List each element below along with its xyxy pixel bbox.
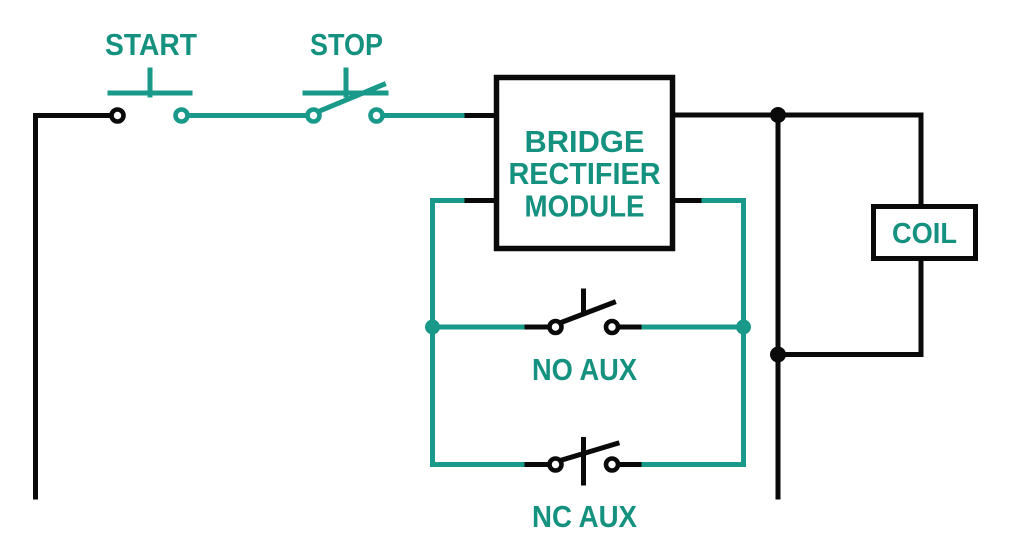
aux-junction-dot-right: [736, 319, 751, 335]
left-power-rail: [33, 113, 114, 500]
coil-return-wire: [775, 253, 924, 357]
stop-contact-blade: [312, 81, 387, 116]
nc-aux-contact-right: [603, 456, 621, 473]
bridge-rectifier-label-line1: BRIDGE: [525, 124, 645, 159]
aux-junction-dot-left: [425, 319, 440, 335]
bridge-rectifier-label-line2: RECTIFIER: [509, 156, 661, 191]
left-rail-wire: [33, 113, 114, 500]
start-pushbutton-symbol: START: [105, 27, 197, 124]
start-contact-left: [109, 107, 126, 124]
bridge-rectifier-label-line3: MODULE: [525, 189, 645, 224]
coil-branch-wiring: [670, 107, 924, 500]
bridge-rectifier-module: BRIDGE RECTIFIER MODULE: [493, 74, 676, 252]
nc-aux-label: NC AUX: [532, 499, 637, 534]
junction-dot-bottom: [770, 346, 786, 363]
no-aux-label: NO AUX: [532, 352, 637, 387]
nc-aux-blade: [555, 440, 621, 465]
no-aux-contact-left: [547, 318, 564, 336]
control-wiring: [178, 113, 751, 467]
no-aux-contact-right: [603, 318, 621, 336]
no-aux-contact-symbol: NO AUX: [524, 288, 642, 387]
bridge-output-to-coil-wire: [670, 112, 924, 213]
junction-dot-top: [770, 107, 786, 123]
coil-component: COIL: [871, 204, 978, 261]
stop-label: STOP: [310, 27, 383, 62]
coil-label: COIL: [892, 218, 957, 250]
nc-aux-contact-symbol: NC AUX: [524, 437, 642, 534]
start-label: START: [105, 27, 197, 62]
bridge-rectifier-box: [493, 74, 676, 252]
stop-contact-left: [305, 107, 322, 124]
coil-box: [871, 204, 978, 261]
bridge-input-wiring: [458, 113, 497, 203]
start-contact-right: [173, 107, 190, 124]
stop-pushbutton-symbol: STOP: [302, 27, 389, 124]
nc-aux-contact-left: [547, 456, 564, 473]
stop-contact-right: [368, 107, 385, 124]
